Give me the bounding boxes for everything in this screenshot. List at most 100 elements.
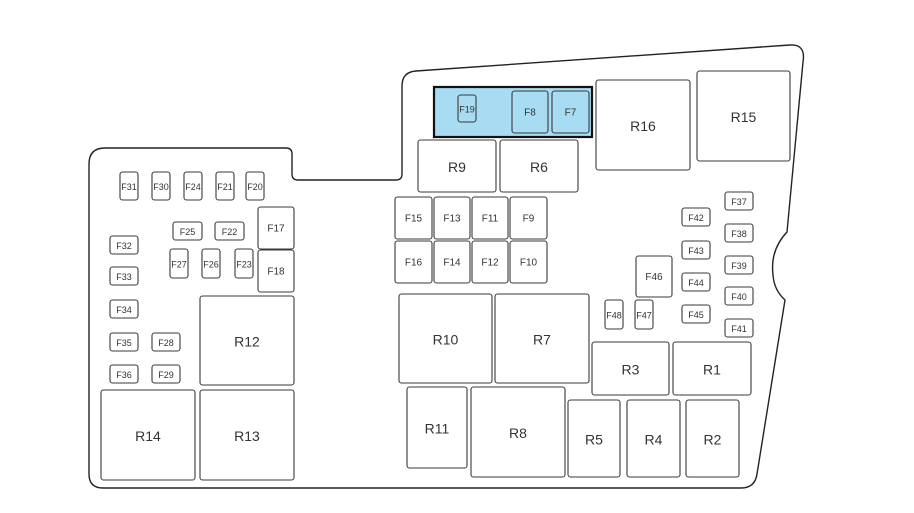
fuse-f42-body [681,207,711,227]
fuse-f19-label: F19 [459,105,475,115]
fuse-f8-label: F8 [524,108,536,119]
relay-r13: R13 [199,389,295,481]
fuse-f26-label: F26 [203,260,219,270]
fuse-f21-label: F21 [217,182,233,192]
fuse-f8: F8 [511,90,549,134]
fuse-f26-body [201,248,221,279]
fuse-f35-body [109,332,139,352]
fuse-f31-body [119,171,139,201]
relay-r13-label: R13 [234,428,260,444]
fuse-f16-body [394,240,433,284]
fuse-f28-label: F28 [158,338,174,348]
relay-r1-body [672,341,752,396]
relay-r16-label: R16 [630,118,656,134]
fuse-f38-body [724,223,754,243]
fuse-f30-body [151,171,171,201]
fuse-f39-body [724,255,754,275]
fuse-f23-label: F23 [236,260,252,270]
fuse-f11: F11 [471,196,509,240]
fuse-f41-label: F41 [731,324,747,334]
fuse-f12-label: F12 [481,258,499,269]
fuse-f20: F20 [245,171,265,201]
relay-r15: R15 [696,70,791,162]
fuse-f36-body [109,364,139,384]
fuse-f24: F24 [183,171,203,201]
fuse-f39-label: F39 [731,261,747,271]
fuse-f21: F21 [215,171,235,201]
relay-r11-body [406,386,468,469]
fuse-f15-label: F15 [405,214,423,225]
fuse-f25-body [172,221,203,241]
fuse-f29: F29 [151,364,181,384]
fuse-f10: F10 [509,240,548,284]
fuse-f14: F14 [433,240,471,284]
relay-r1: R1 [672,341,752,396]
relay-r14: R14 [100,389,196,481]
relay-r8-body [470,386,566,478]
relay-r7-label: R7 [533,332,551,348]
fuse-f8-body [511,90,549,134]
relay-r4-body [626,399,681,478]
relay-r12-body [199,295,295,386]
fuse-f21-body [215,171,235,201]
fuse-f30-label: F30 [153,182,169,192]
relay-r7-body [494,293,590,384]
fuse-f45-label: F45 [688,310,704,320]
fuse-f12-body [471,240,509,284]
fuse-f17-label: F17 [267,224,285,235]
fuse-f23-body [234,248,254,279]
fuse-f26: F26 [201,248,221,279]
relay-r9-body [417,139,497,193]
fuse-f20-body [245,171,265,201]
fuse-f33: F33 [109,266,139,286]
relay-r15-label: R15 [731,109,757,125]
fuse-f11-label: F11 [482,214,499,225]
fuse-f11-body [471,196,509,240]
relay-r14-body [100,389,196,481]
fuse-f32-label: F32 [116,241,132,251]
fuse-f33-body [109,266,139,286]
fuse-f20-label: F20 [247,182,263,192]
fuse-f24-body [183,171,203,201]
relay-r5: R5 [567,399,621,478]
fuse-f22-body [214,221,245,241]
fuse-f42: F42 [681,207,711,227]
fuse-f24-label: F24 [185,182,201,192]
relay-r11-label: R11 [425,421,450,437]
fuse-f7: F7 [551,90,590,134]
relay-r15-body [696,70,791,162]
fuse-f46-body [635,255,673,298]
relay-r13-body [199,389,295,481]
fuse-f9-body [509,196,548,240]
relay-r14-label: R14 [135,428,161,444]
fuse-f46: F46 [635,255,673,298]
fuse-f35-label: F35 [116,338,132,348]
fuse-f25: F25 [172,221,203,241]
fuse-f7-body [551,90,590,134]
fuse-f34-label: F34 [116,305,132,315]
fuse-f36: F36 [109,364,139,384]
fuse-f47: F47 [634,299,654,330]
relay-r12-label: R12 [234,334,260,350]
fuse-f46-label: F46 [645,272,663,283]
fuse-f16: F16 [394,240,433,284]
fuse-f37-body [724,191,754,211]
fuse-f44-body [681,272,711,292]
relay-r5-label: R5 [585,432,603,448]
relay-r6-label: R6 [530,159,548,175]
fuse-f27-label: F27 [171,260,187,270]
relay-r16-body [595,79,691,171]
fuse-f17: F17 [257,206,295,250]
fuse-f22-label: F22 [222,227,238,237]
fuse-f44: F44 [681,272,711,292]
fuse-f12: F12 [471,240,509,284]
fuse-f34-body [109,299,139,319]
fuse-f23: F23 [234,248,254,279]
fuse-f15: F15 [394,196,433,240]
fuse-f29-label: F29 [158,370,174,380]
fuse-f31-label: F31 [121,182,137,192]
fuse-f19: F19 [457,94,477,123]
relay-r3-label: R3 [622,362,640,378]
fuse-f28-body [151,332,181,352]
